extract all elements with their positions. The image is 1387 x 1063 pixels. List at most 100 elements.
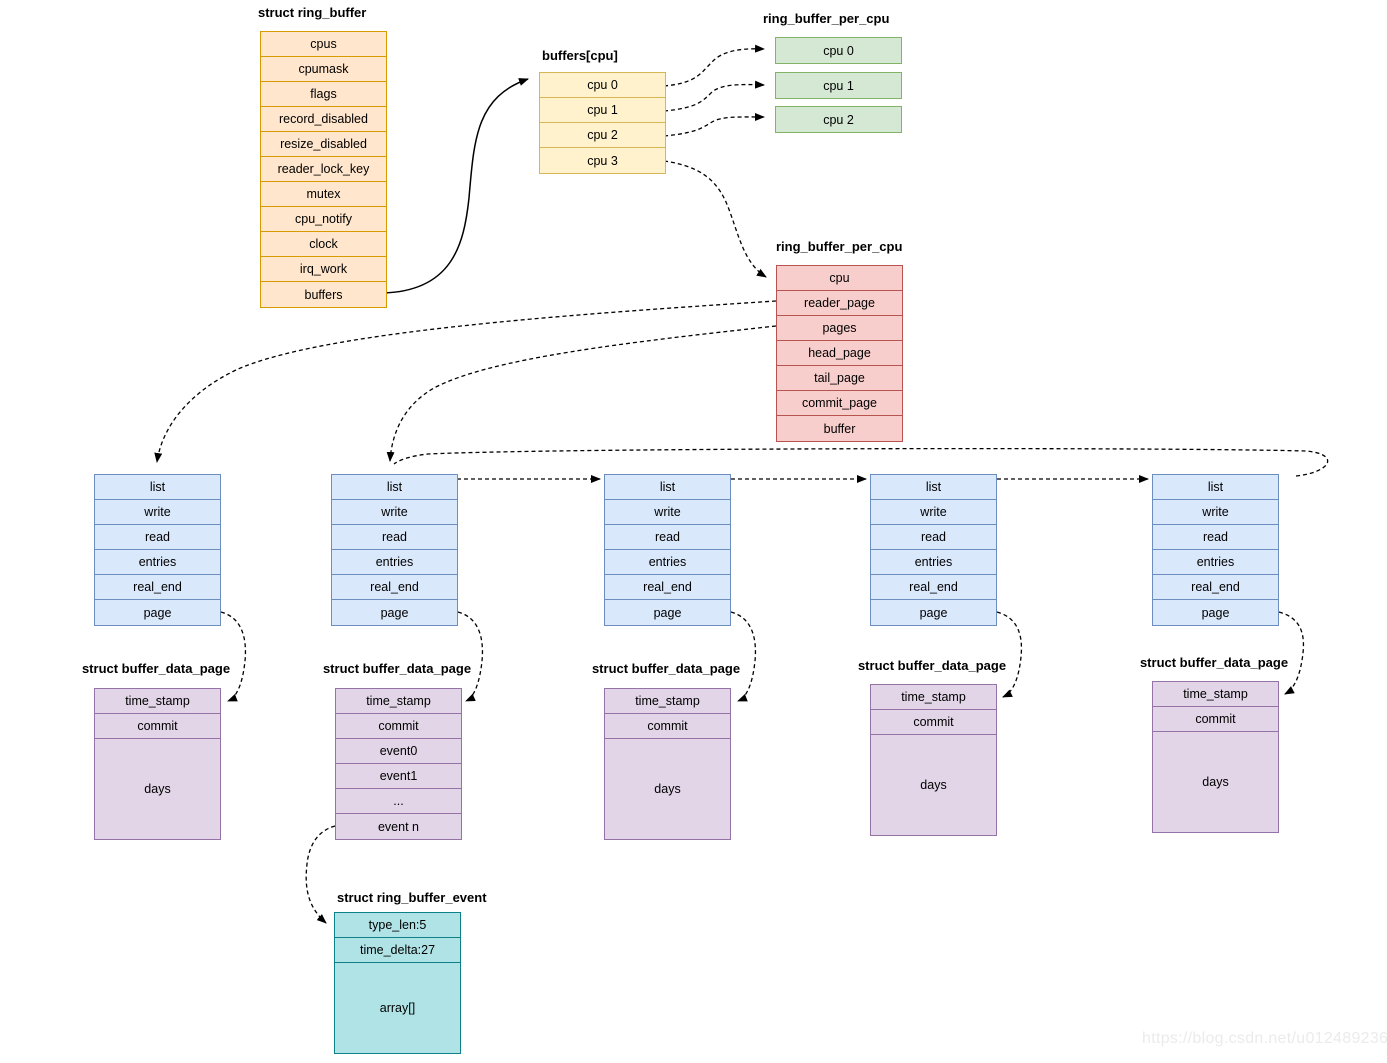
arrow-cpu0-to-percpu0 bbox=[663, 44, 765, 87]
arrow-pages-to-page2 bbox=[386, 325, 777, 462]
field-row: flags bbox=[261, 82, 386, 107]
data-page-3-title: struct buffer_data_page bbox=[591, 661, 741, 676]
arrow-buffers-to-bufferscpu bbox=[382, 78, 529, 294]
per-cpu-1-box: cpu 1 bbox=[775, 72, 902, 99]
field-row: pages bbox=[777, 316, 902, 341]
field-row: irq_work bbox=[261, 257, 386, 282]
field-row: read bbox=[95, 525, 220, 550]
field-row: entries bbox=[871, 550, 996, 575]
per-cpu-struct-box: cpu reader_page pages head_page tail_pag… bbox=[776, 265, 903, 442]
field-row: reader_lock_key bbox=[261, 157, 386, 182]
field-row: ... bbox=[336, 789, 461, 814]
field-row: days bbox=[920, 778, 947, 792]
data-page-5-title: struct buffer_data_page bbox=[1139, 655, 1289, 670]
field-row: list bbox=[871, 475, 996, 500]
data-page-2-box: time_stamp commit event0 event1 ... even… bbox=[335, 688, 462, 840]
data-page-3-box: time_stamp commit days bbox=[604, 688, 731, 840]
arrow-page3-to-datapage3 bbox=[730, 611, 757, 702]
field-row: entries bbox=[605, 550, 730, 575]
buffer-page-4-box: list write read entries real_end page bbox=[870, 474, 997, 626]
field-row: days bbox=[1202, 775, 1229, 789]
field-row: commit bbox=[95, 714, 220, 739]
per-cpu-0-box: cpu 0 bbox=[775, 37, 902, 64]
arrow-eventn-to-ringbufferevent bbox=[305, 825, 336, 924]
line-circular-list-loop bbox=[393, 447, 1329, 477]
field-row: mutex bbox=[261, 182, 386, 207]
buffer-page-1-box: list write read entries real_end page bbox=[94, 474, 221, 626]
per-cpu-2-box: cpu 2 bbox=[775, 106, 902, 133]
data-page-4-box: time_stamp commit days bbox=[870, 684, 997, 836]
field-row: list bbox=[1153, 475, 1278, 500]
field-row: days bbox=[144, 782, 171, 796]
field-row: head_page bbox=[777, 341, 902, 366]
field-row: cpu 1 bbox=[540, 98, 665, 123]
field-row: cpus bbox=[261, 32, 386, 57]
ring-buffer-event-box: type_len:5 time_delta:27 array[] bbox=[334, 912, 461, 1054]
field-row: cpu 0 bbox=[823, 43, 854, 58]
field-row: buffers bbox=[304, 287, 343, 302]
field-row: page bbox=[919, 605, 948, 620]
field-row: resize_disabled bbox=[261, 132, 386, 157]
field-row: entries bbox=[95, 550, 220, 575]
field-row: real_end bbox=[605, 575, 730, 600]
data-page-4-title: struct buffer_data_page bbox=[857, 658, 1007, 673]
data-page-2-title: struct buffer_data_page bbox=[322, 661, 472, 676]
data-page-5-box: time_stamp commit days bbox=[1152, 681, 1279, 833]
buffer-page-5-box: list write read entries real_end page bbox=[1152, 474, 1279, 626]
field-row: reader_page bbox=[777, 291, 902, 316]
field-row: list bbox=[95, 475, 220, 500]
field-row: read bbox=[605, 525, 730, 550]
field-row: write bbox=[332, 500, 457, 525]
field-row: cpumask bbox=[261, 57, 386, 82]
field-row: commit bbox=[1153, 707, 1278, 732]
arrow-page5-to-datapage5 bbox=[1278, 611, 1305, 695]
data-page-1-box: time_stamp commit days bbox=[94, 688, 221, 840]
ring-buffer-title: struct ring_buffer bbox=[258, 5, 367, 20]
field-row: buffer bbox=[823, 421, 856, 436]
field-row: cpu 0 bbox=[540, 73, 665, 98]
arrow-page1-to-datapage1 bbox=[220, 611, 247, 702]
field-row: real_end bbox=[332, 575, 457, 600]
field-row: cpu 2 bbox=[823, 112, 854, 127]
field-row: write bbox=[1153, 500, 1278, 525]
arrow-cpu2-to-percpu2 bbox=[663, 112, 765, 137]
per-cpu-array-title: ring_buffer_per_cpu bbox=[763, 11, 890, 26]
ring-buffer-event-title: struct ring_buffer_event bbox=[337, 890, 487, 905]
field-row: cpu 2 bbox=[540, 123, 665, 148]
field-row: list bbox=[605, 475, 730, 500]
field-row: days bbox=[654, 782, 681, 796]
buffer-page-3-box: list write read entries real_end page bbox=[604, 474, 731, 626]
field-row: list bbox=[332, 475, 457, 500]
field-row: read bbox=[871, 525, 996, 550]
data-page-1-title: struct buffer_data_page bbox=[81, 661, 231, 676]
field-row: read bbox=[332, 525, 457, 550]
field-row: cpu 1 bbox=[823, 78, 854, 93]
field-row: cpu 3 bbox=[587, 153, 618, 168]
field-row: commit_page bbox=[777, 391, 902, 416]
ring-buffer-box: cpus cpumask flags record_disabled resiz… bbox=[260, 31, 387, 308]
watermark-text: https://blog.csdn.net/u012489236 bbox=[1142, 1030, 1387, 1047]
field-row: cpu bbox=[777, 266, 902, 291]
field-row: write bbox=[871, 500, 996, 525]
field-row: commit bbox=[605, 714, 730, 739]
field-row: page bbox=[143, 605, 172, 620]
arrow-cpu3-to-ringbufferpercpu bbox=[663, 160, 767, 278]
field-row: entries bbox=[1153, 550, 1278, 575]
field-row: time_stamp bbox=[605, 689, 730, 714]
field-row: cpu_notify bbox=[261, 207, 386, 232]
field-row: time_stamp bbox=[95, 689, 220, 714]
buffers-cpu-title: buffers[cpu] bbox=[542, 48, 618, 63]
field-row: tail_page bbox=[777, 366, 902, 391]
buffer-page-2-box: list write read entries real_end page bbox=[331, 474, 458, 626]
buffers-cpu-box: cpu 0 cpu 1 cpu 2 cpu 3 bbox=[539, 72, 666, 174]
field-row: time_delta:27 bbox=[335, 938, 460, 963]
field-row: real_end bbox=[871, 575, 996, 600]
field-row: clock bbox=[261, 232, 386, 257]
field-row: write bbox=[605, 500, 730, 525]
field-row: event1 bbox=[336, 764, 461, 789]
field-row: real_end bbox=[1153, 575, 1278, 600]
field-row: page bbox=[1201, 605, 1230, 620]
field-row: commit bbox=[871, 710, 996, 735]
arrow-cpu1-to-percpu1 bbox=[663, 80, 765, 112]
